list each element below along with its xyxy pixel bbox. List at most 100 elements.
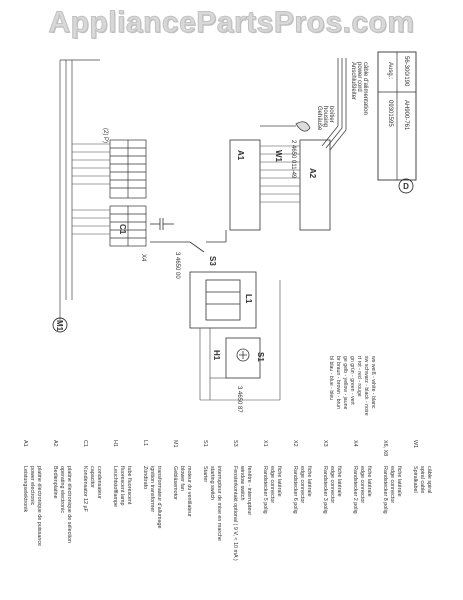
legend-text: transformateur d'allumage [156,466,162,528]
lamp-wires [199,280,281,401]
legend-text: starting switch [209,466,215,500]
legend-text: Zündtrafo [142,466,148,489]
legend-code: S3 [232,440,238,447]
legend-code: L1 [142,440,148,446]
label-a1: A1 [236,150,245,161]
legend-text: platine électronique de sélection [66,466,72,543]
housing-ground [260,121,311,132]
svg-text:boîtier: boîtier [328,106,334,123]
legend-text: edge connector [389,466,395,503]
legend-text: fiche latérale [306,466,312,497]
legend-text: Gebläsemotor [172,466,178,500]
legend-text: edge connector [299,466,305,503]
label-w1: W1 [274,150,283,163]
revision-circle [398,178,414,194]
legend-text: spiral cable [419,466,425,493]
legend-text: Randstecker 6 polig [292,466,298,514]
legend-text: edge connector [269,466,275,503]
legend-code: X6, X8 [382,440,388,456]
l1-transformer [189,271,257,329]
legend-text: fiche latérale [366,466,372,497]
a1-board [229,139,261,231]
legend-code: A1 [22,440,28,447]
legend-text: edge connector [359,466,365,503]
power-cord [321,58,347,151]
legend-code: W1 [412,440,418,448]
legend-code: A2 [52,440,58,447]
legend-text: moteur du ventilateur [186,466,192,517]
legend-text: tube fluorescent [126,466,132,505]
color-key-entry: rt rot - red - rouge [356,356,362,397]
legend-text: blower fan [179,466,185,491]
legend-text: power electronic [29,466,35,506]
legend-text: Randstecker 8 polig [382,466,388,514]
svg-text:Anschlußleiter: Anschlußleiter [350,62,356,100]
legend-text: câble spiral [426,466,432,493]
legend-text: Randstecker 2 polig [352,466,358,514]
legend-code: X1 [262,440,268,447]
legend-code: X4 [352,440,358,447]
label-l1: L1 [244,294,253,304]
legend-text: fiche latérale [336,466,342,497]
legend-text: fluorescent lamp [119,466,125,506]
housing-label: Gehäuse housing boîtier [316,106,334,131]
m1-motor: M1 [52,317,68,333]
legend-text: fiche latérale [396,466,402,497]
legend-code: S1 [202,440,208,447]
c1-capacitor [150,218,174,230]
label-s1: S1 [256,352,265,362]
legend-code: M1 [172,440,178,448]
legend-text: Starter [202,466,208,482]
s3-switch [150,230,227,253]
connector-x6 [109,205,147,247]
legend-text: platine électronique de puissance [36,466,42,546]
color-key-entry: br braun - brown - brun [335,356,341,409]
legend-text: condensateur [96,466,102,499]
ausg-label: Ausg.: [387,62,393,79]
watermark: AppliancePartsPros.com [48,6,415,40]
model-number: AH900-761 [403,100,409,131]
legend-text: interrupteur de mise en marche [216,466,222,541]
a2-board [299,139,331,231]
legend-text: Leistungselektronik [22,466,28,512]
legend-text: ignition transformer [149,466,155,512]
legend-text: Kondensator 12 µF [82,466,88,513]
legend-text: fenêtre - interrupteur [246,466,252,515]
legend-code: X3 [322,440,328,447]
svg-text:Gehäuse: Gehäuse [316,106,322,131]
label-s3: S3 [208,256,217,266]
x-feed-wires [72,143,110,235]
legend-text: Randstecker 3 polig [322,466,328,514]
title-block: Ausg.: 56-300/190 09301595 AH900-761 D [377,51,417,194]
svg-text:power cord: power cord [356,62,362,92]
legend-text: window switch [239,465,245,500]
svg-text:M1: M1 [55,320,64,332]
w1-spiral-cable [260,145,300,203]
legend-text: Leuchtstofflampe [112,466,118,507]
color-key-entry: ge gelb - yellow - jaune [342,356,348,409]
legend-code: C1 [82,440,88,447]
code-a: 3 4650 00 [174,252,180,279]
label-c1: C1 [118,224,127,235]
doc-number: 09301595 [387,100,393,127]
color-key-entry: sw schwarz - black - noire [363,356,369,416]
legend-code: X2 [292,440,298,447]
label-x4: X4 [140,254,146,262]
label-h1: H1 [212,350,221,361]
svg-text:housing: housing [322,106,328,127]
color-key-entry: ws weiß - white - blanc [370,356,376,409]
revision: 56-300/190 [403,56,409,87]
